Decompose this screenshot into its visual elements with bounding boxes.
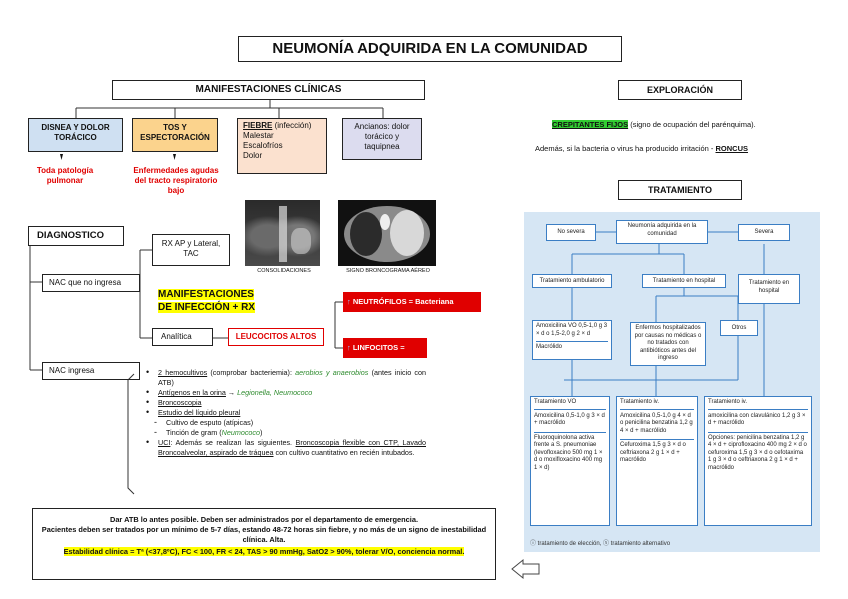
hemo-c: aerobios y anaerobios — [295, 368, 369, 377]
exploracion-line2-a: Además, si la bacteria o virus ha produc… — [535, 144, 716, 153]
algo-hospital: Tratamiento en hospital — [642, 274, 726, 288]
algo-iv-title: Tratamiento iv. — [620, 399, 694, 410]
crepitantes-highlight: CREPITANTES FIJOS — [552, 120, 629, 129]
footer-line1: Dar ATB lo antes posible. Deben ser admi… — [109, 515, 419, 524]
hemo-d: (antes inicio con ATB) — [158, 368, 427, 387]
algo-amoxicilina: Amoxicilina VO 0,5-1,0 g 3 × d o 1,5-2,0… — [532, 320, 612, 360]
hemo-a: 2 hemocultivos — [158, 368, 208, 377]
tincion-a: Tinción de gram ( — [166, 428, 222, 437]
algo-iv3-title: Tratamiento iv. — [708, 399, 808, 410]
orina-a: Antígenos en la orina — [158, 388, 226, 397]
uci-d: con cultivo cuantitativo en recién intub… — [273, 448, 415, 457]
uci-c: Broncoscopia flexible con CTP, Lavado Br… — [158, 438, 426, 457]
xray-image-consolidaciones — [245, 200, 320, 266]
algo-iv-severa: Tratamiento iv. amoxicilina con clavulán… — [704, 396, 812, 526]
manif-infeccion-text: MANIFESTACIONES DE INFECCIÓN + RX — [158, 289, 255, 313]
rx-box: RX AP y Lateral, TAC — [152, 234, 230, 266]
algo-iv-2: Cefuroxima 1,5 g 3 × d o ceftriaxona 2 g… — [620, 439, 694, 465]
algo-iv3-2: Opciones: penicilina benzatina 1,2 g 4 ×… — [708, 431, 808, 473]
fiebre-suffix: (infección) — [272, 121, 312, 130]
disnea-note: Toda patología pulmonar — [36, 166, 94, 185]
diagnostico-header: DIAGNOSTICO — [28, 226, 124, 246]
broncoscopia-item: Broncoscopia — [144, 397, 426, 408]
leucocitos-box: LEUCOCITOS ALTOS — [228, 328, 324, 346]
cultivo: Cultivo de esputo (atípicas) — [166, 418, 254, 427]
ct-image-broncograma — [338, 200, 436, 266]
algo-legend: ⓘ tratamiento de elección, ⓢ tratamiento… — [530, 541, 671, 547]
algo-vo-1: Amoxicilina 0,5-1,0 g 3 × d + macrólido — [534, 412, 605, 427]
linfocitos-box: ↑ LINFOCITOS = Vírica — [343, 338, 427, 372]
algo-enfermos: Enfermos hospitalizados por causas no mé… — [630, 322, 706, 366]
neutrofilos-box: ↑ NEUTRÓFILOS = Bacteriana — [343, 292, 481, 312]
algo-vo-title: Tratamiento VO — [534, 399, 606, 410]
footer-box: Dar ATB lo antes posible. Deben ser admi… — [32, 508, 496, 580]
algo-vo-2: Fluoroquinolona activa frente a S. pneum… — [534, 431, 606, 473]
hemo-b: (comprobar bacteriemia): — [207, 368, 296, 377]
algo-amox-text: Amoxicilina VO 0,5-1,0 g 3 × d o 1,5-2,0… — [536, 323, 608, 337]
tos-note: Enfermedades agudas del tracto respirato… — [133, 166, 219, 195]
disnea-box: DISNEA Y DOLOR TORÁCICO — [28, 118, 123, 152]
algo-iv3-1: amoxicilina con clavulánico 1,2 g 3 × d … — [708, 412, 806, 427]
algo-iv-1: Amoxicilina 0,5-1,0 g 4 × d o penicilina… — [620, 412, 693, 434]
analitica-box: Analítica — [152, 328, 213, 346]
tincion-c: ) — [260, 428, 263, 437]
algo-severa: Severa — [738, 224, 790, 241]
arrow-up-icon: ↑ — [347, 297, 351, 306]
consolidaciones-caption: CONSOLIDACIONES — [257, 268, 311, 274]
manif-infeccion: MANIFESTACIONES DE INFECCIÓN + RX — [158, 288, 268, 314]
treatment-algorithm: No severa Neumonía adquirida en la comun… — [524, 212, 820, 552]
algo-macrolido: Macrólido — [536, 341, 608, 352]
pleural: Estudio del líquido pleural — [158, 408, 241, 417]
fiebre-item: Dolor — [243, 151, 263, 160]
uci-item: UCI: Además se realizan las siguientes. … — [144, 437, 426, 458]
footer-line3: Estabilidad clínica = Tª (<37,8ºC), FC <… — [63, 547, 465, 556]
antigenos-item: Antígenos en la orina → Legionella, Neum… — [144, 387, 426, 398]
algo-root: Neumonía adquirida en la comunidad — [616, 220, 708, 244]
algo-iv: Tratamiento iv. Amoxicilina 0,5-1,0 g 4 … — [616, 396, 698, 526]
roncus: RONCUS — [715, 144, 749, 153]
exploracion-line1: CREPITANTES FIJOS (signo de ocupación de… — [552, 120, 822, 129]
fiebre-item: Escalofríos — [243, 141, 283, 150]
pleural-item: Estudio del líquido pleural — [144, 407, 426, 418]
fiebre-item: Malestar — [243, 131, 274, 140]
tratamiento-header: TRATAMIENTO — [618, 180, 742, 200]
tincion-item: Tinción de gram (Neumococo) — [152, 427, 426, 438]
footer-line2: Pacientes deben ser tratados por un míni… — [41, 525, 487, 544]
fiebre-title: FIEBRE — [243, 121, 273, 130]
exploracion-line2: Además, si la bacteria o virus ha produc… — [535, 144, 825, 153]
nac-no-ingresa: NAC que no ingresa — [42, 274, 140, 292]
tos-box: TOS Y ESPECTORACIÓN — [132, 118, 218, 152]
orina-b: → — [225, 388, 238, 397]
hemocultivos-item: 2 hemocultivos (comprobar bacteriemia): … — [144, 367, 427, 388]
orina-c: Legionella, Neumococo — [237, 388, 313, 397]
algorithm-arrows — [564, 231, 765, 396]
ingresa-details: 2 hemocultivos (comprobar bacteriemia): … — [144, 367, 427, 458]
signo-caption: SIGNO BRONCOGRAMA AÉREO — [346, 268, 430, 274]
algo-otros: Otros — [720, 320, 758, 336]
page-title: NEUMONÍA ADQUIRIDA EN LA COMUNIDAD — [238, 36, 622, 62]
cultivo-item: Cultivo de esputo (atípicas) — [152, 417, 426, 428]
exploracion-line1-rest: (signo de ocupación del parénquima). — [628, 120, 756, 129]
manifestaciones-header: MANIFESTACIONES CLÍNICAS — [112, 80, 425, 100]
tincion-b: Neumococo — [221, 428, 261, 437]
algo-hospital-severa: Tratamiento en hospital — [738, 274, 800, 304]
exploracion-header: EXPLORACIÓN — [618, 80, 742, 100]
ancianos-box: Ancianos: dolor torácico y taquipnea — [342, 118, 422, 160]
uci-a: UCI — [158, 438, 171, 447]
algo-no-severa: No severa — [546, 224, 596, 241]
arrow-up-icon: ↑ — [347, 343, 351, 352]
uci-b: : Además se realizan las siguientes. — [170, 438, 296, 447]
neutrofilos-text: NEUTRÓFILOS = Bacteriana — [352, 297, 454, 306]
algo-ambulatorio: Tratamiento ambulatorio — [532, 274, 612, 288]
algo-vo: Tratamiento VO Amoxicilina 0,5-1,0 g 3 ×… — [530, 396, 610, 526]
bronco: Broncoscopia — [158, 398, 202, 407]
fiebre-box: FIEBRE (infección) Malestar Escalofríos … — [237, 118, 327, 174]
nac-ingresa: NAC ingresa — [42, 362, 140, 380]
